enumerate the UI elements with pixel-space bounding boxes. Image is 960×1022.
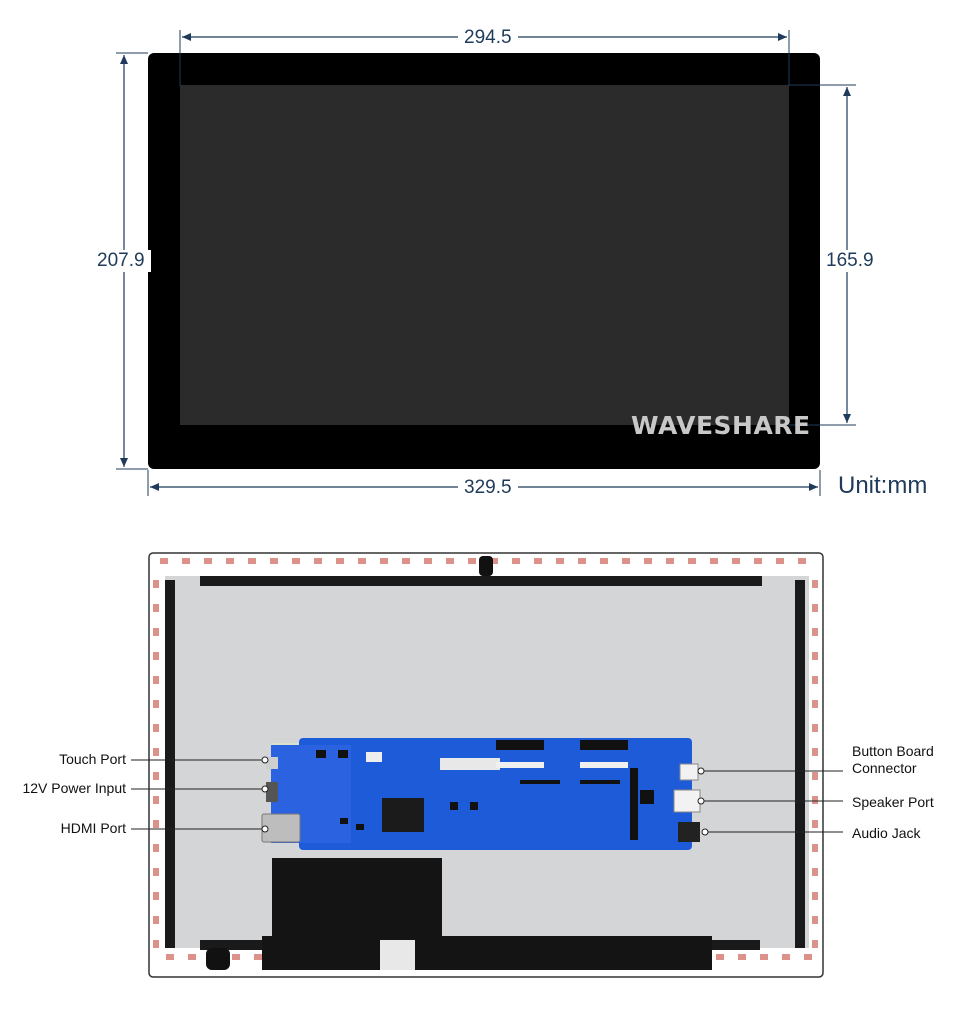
display-screen bbox=[180, 85, 789, 425]
label-audio-jack: Audio Jack bbox=[852, 825, 921, 841]
label-hdmi-port: HDMI Port bbox=[60, 820, 126, 836]
dim-display-width: 294.5 bbox=[458, 27, 518, 49]
label-12v-power-input: 12V Power Input bbox=[22, 780, 126, 796]
label-touch-port: Touch Port bbox=[59, 751, 126, 767]
unit-label: Unit:mm bbox=[838, 472, 928, 499]
front-view-drawing bbox=[116, 30, 856, 496]
waveshare-watermark: WAVESHARE bbox=[631, 411, 811, 440]
back-view-drawing bbox=[131, 552, 843, 978]
label-speaker-port: Speaker Port bbox=[852, 794, 934, 810]
dim-total-width: 329.5 bbox=[458, 477, 518, 499]
driver-board bbox=[261, 738, 701, 850]
dim-total-height: 207.9 bbox=[91, 250, 151, 272]
label-button-board-connector: Button Board Connector bbox=[852, 743, 934, 776]
dim-display-height: 165.9 bbox=[820, 250, 880, 272]
